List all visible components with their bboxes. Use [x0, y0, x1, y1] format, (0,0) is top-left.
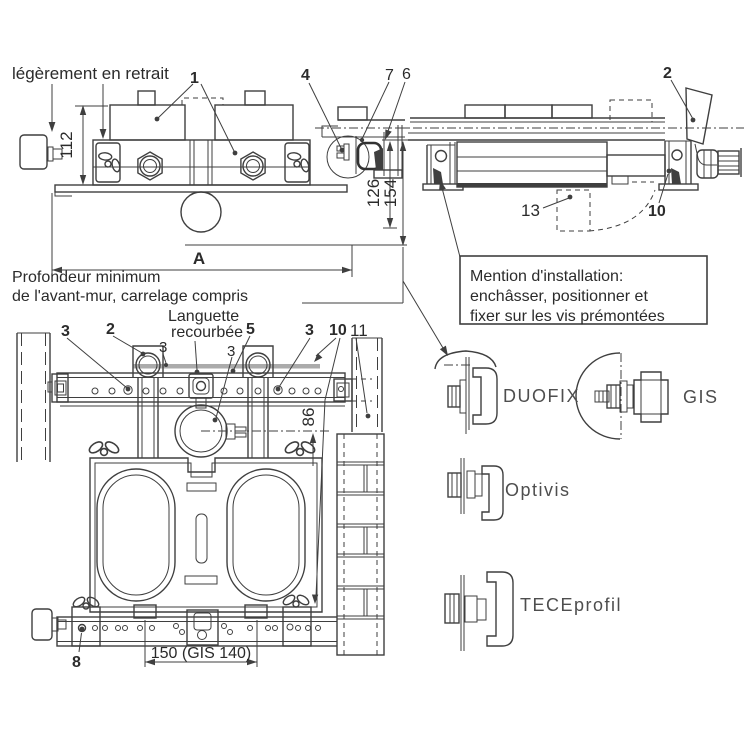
- callout-8: 8: [72, 654, 81, 671]
- installation-note-box: [439, 180, 708, 325]
- cistern-side: [456, 141, 608, 188]
- fixing-plate: [685, 87, 713, 145]
- bottom-rail: [31, 606, 346, 647]
- curved-tab-label-line2: recourbée: [171, 324, 243, 341]
- curved-tab: [188, 373, 214, 409]
- dimension-A-label: A: [193, 249, 205, 268]
- dimension-86-label: 86: [299, 408, 318, 427]
- wing-nut-icon: [94, 145, 127, 177]
- fastening-details: [434, 350, 669, 651]
- installation-note-line2: enchâsser, positionner et: [470, 288, 648, 305]
- installation-note-line1: Mention d'installation:: [470, 268, 623, 285]
- label-teceprofil: TECEprofil: [520, 595, 622, 615]
- hex-nut-icon: [137, 151, 163, 181]
- callout-11: 11: [350, 321, 368, 340]
- callout-13: 13: [521, 201, 540, 220]
- mounting-rail: [92, 139, 311, 186]
- callout-2-bottom: 2: [106, 321, 115, 338]
- teceprofil-detail: [444, 571, 514, 651]
- callout-10-bottom: 10: [329, 322, 347, 339]
- front-view-bottom-diagram: [16, 332, 385, 667]
- hex-nut-icon: [696, 149, 719, 179]
- callout-3-right: 3: [305, 322, 314, 339]
- tank-left: [109, 104, 186, 141]
- curved-tab-label-line1: Languette: [168, 308, 239, 325]
- top-rail: [47, 372, 372, 407]
- optivis-detail: [447, 458, 504, 521]
- min-depth-note-line2: de l'avant-mur, carrelage compris: [12, 288, 248, 305]
- mounting-frame: [89, 457, 323, 613]
- wall-finish-strip: [133, 364, 320, 369]
- wall-stud-left: [16, 332, 51, 462]
- tank-right: [214, 104, 294, 141]
- side-view-top-diagram: [396, 79, 744, 232]
- callout-10-top: 10: [648, 203, 666, 220]
- dimension-126-154: [382, 139, 410, 246]
- label-duofix: DUOFIX: [503, 386, 580, 406]
- wall-anchor-block: [19, 134, 48, 170]
- drain-pipe: [180, 191, 222, 233]
- label-gis: GIS: [683, 387, 719, 407]
- callout-7: 7: [385, 67, 394, 84]
- detail-circle: [326, 135, 370, 179]
- callout-5: 5: [246, 321, 255, 338]
- gis-detail: [575, 352, 669, 440]
- callout-6: 6: [402, 66, 411, 83]
- dimension-154-label: 154: [381, 179, 400, 207]
- wing-nut-icon: [86, 438, 122, 457]
- callout-1: 1: [190, 70, 199, 87]
- hex-nut-icon: [240, 151, 266, 181]
- callout-2-top: 2: [663, 65, 672, 82]
- label-optivis: Optivis: [505, 480, 571, 500]
- installation-note-line3: fixer sur les vis prémontées: [470, 308, 665, 325]
- duofix-detail: [434, 350, 498, 434]
- support-posts: [137, 378, 269, 458]
- callout-4: 4: [301, 67, 310, 84]
- dimension-112-label: 112: [57, 131, 76, 158]
- dimension-112: [75, 105, 108, 185]
- brick-wall: [336, 433, 385, 656]
- callout-3-left: 3: [61, 323, 70, 340]
- min-depth-note-line1: Profondeur minimum: [12, 269, 161, 286]
- threaded-rod: [717, 150, 740, 175]
- dimension-A: [51, 193, 353, 277]
- dimension-150-label: 150 (GIS 140): [151, 645, 252, 662]
- note-slightly-recessed: légèrement en retrait: [12, 64, 169, 83]
- front-view-top-diagram: [19, 81, 448, 356]
- callout-3-small-left: 3: [159, 339, 167, 356]
- hidden-actuator-box: [556, 189, 591, 232]
- callout-3-small-mid: 3: [227, 343, 235, 360]
- dimension-126-label: 126: [364, 179, 383, 207]
- dimension-150: [144, 620, 258, 667]
